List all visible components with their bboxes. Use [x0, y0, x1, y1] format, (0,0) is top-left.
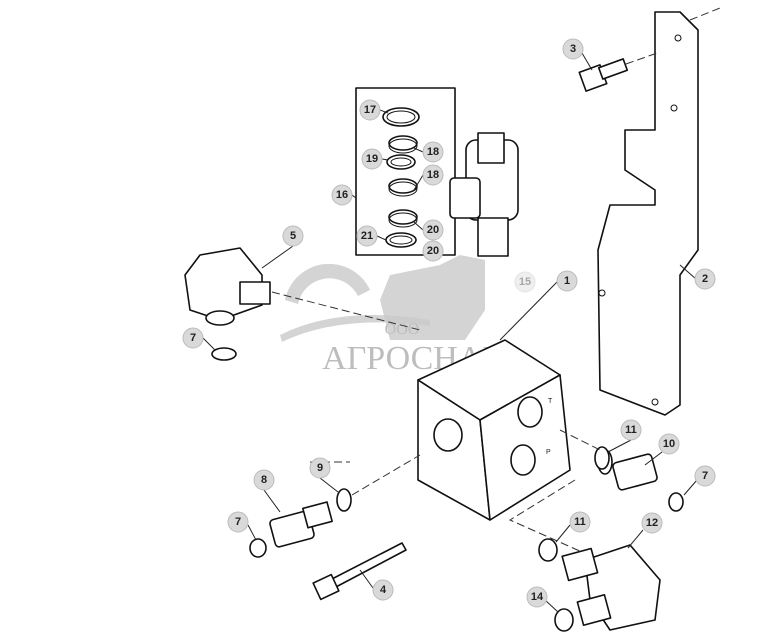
callout-8: 8: [253, 469, 275, 491]
o-ring-11: [538, 538, 558, 562]
o-ring-7: [668, 492, 684, 512]
callout-11: 11: [620, 419, 642, 441]
callout-4: 4: [372, 579, 394, 601]
svg-text:16: 16: [336, 189, 348, 201]
watermark-prefix: ООО: [385, 321, 420, 338]
svg-text:4: 4: [380, 584, 387, 596]
o-ring-9: [336, 488, 352, 512]
svg-text:12: 12: [646, 517, 658, 529]
svg-text:15: 15: [519, 276, 531, 288]
svg-text:18: 18: [427, 146, 439, 158]
callout-21: 21: [356, 225, 378, 247]
callout-11: 11: [569, 511, 591, 533]
callout-19: 19: [361, 148, 383, 170]
callout-5: 5: [282, 225, 304, 247]
svg-text:17: 17: [364, 104, 376, 116]
bolt-4: [312, 542, 407, 601]
callout-10: 10: [658, 433, 680, 455]
callout-18: 18: [422, 164, 444, 186]
svg-text:20: 20: [427, 245, 439, 257]
bolt-3: [578, 58, 629, 92]
o-ring-7: [211, 347, 237, 361]
svg-text:20: 20: [427, 224, 439, 236]
svg-text:2: 2: [702, 273, 708, 285]
callout-18: 18: [422, 141, 444, 163]
svg-text:14: 14: [531, 591, 544, 603]
solenoid-valve: [449, 132, 519, 257]
callout-12: 12: [641, 512, 663, 534]
callout-1: 1: [556, 270, 578, 292]
svg-text:9: 9: [317, 462, 323, 474]
svg-text:21: 21: [361, 230, 373, 242]
elbow-fitting-5: [184, 247, 271, 326]
callout-14: 14: [526, 586, 548, 608]
o-ring-7: [249, 538, 267, 558]
svg-text:3: 3: [570, 43, 576, 55]
callout-16: 16: [331, 184, 353, 206]
callout-7: 7: [694, 465, 716, 487]
svg-text:1: 1: [564, 275, 570, 287]
fitting-8: [269, 501, 333, 548]
valve-block: T P: [417, 339, 571, 521]
callout-15: 15: [514, 271, 536, 293]
svg-text:7: 7: [702, 470, 708, 482]
o-ring-11: [594, 446, 610, 470]
callout-20: 20: [422, 240, 444, 262]
port-label-p: P: [546, 449, 551, 456]
elbow-fitting-12: [561, 544, 661, 631]
svg-text:8: 8: [261, 474, 267, 486]
bracket: [597, 11, 699, 416]
callout-9: 9: [309, 457, 331, 479]
svg-text:11: 11: [625, 424, 637, 436]
seal-kit-box: [355, 87, 456, 256]
svg-text:10: 10: [663, 438, 675, 450]
svg-text:5: 5: [290, 230, 296, 242]
o-ring-14: [554, 608, 574, 632]
port-label-t: T: [548, 398, 553, 405]
callout-2: 2: [694, 268, 716, 290]
watermark-logo: ООО АГРОСНАБ: [280, 255, 502, 377]
seal-rings: [382, 107, 420, 248]
callout-17: 17: [359, 99, 381, 121]
callout-20: 20: [422, 219, 444, 241]
svg-text:7: 7: [190, 332, 196, 344]
callout-7: 7: [227, 511, 249, 533]
svg-text:18: 18: [427, 169, 439, 181]
callout-3: 3: [562, 38, 584, 60]
svg-text:7: 7: [235, 516, 241, 528]
svg-text:19: 19: [366, 153, 378, 165]
svg-text:11: 11: [574, 516, 586, 528]
callout-7: 7: [182, 327, 204, 349]
